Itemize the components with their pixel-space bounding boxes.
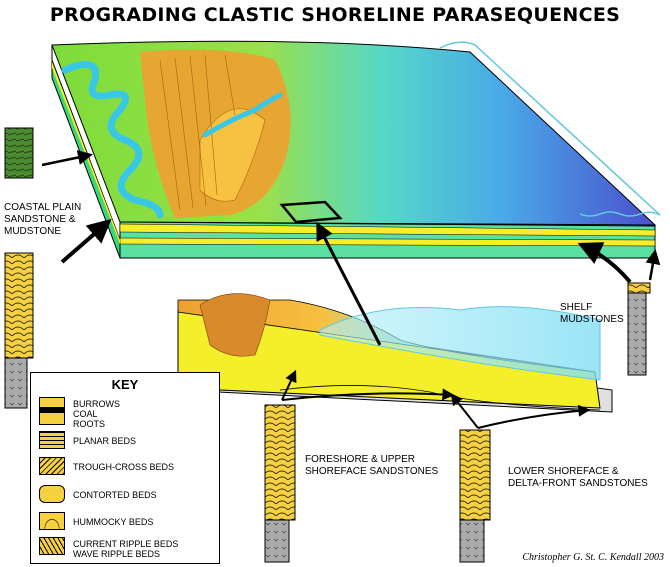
beach-ridges — [199, 293, 271, 357]
hummocky-beds-icon — [39, 512, 65, 530]
upper-sand-layer-1 — [119, 223, 656, 237]
label-lower-shoreface: LOWER SHOREFACE & DELTA-FRONT SANDSTONES — [508, 466, 648, 490]
key-item-contorted: CONTORTED BEDS — [73, 490, 157, 500]
label-line: MUDSTONES — [560, 314, 624, 325]
key-line: ROOTS — [73, 419, 106, 429]
arrow-lower-left — [450, 393, 479, 429]
trough-cross-beds-icon — [39, 457, 65, 475]
arrow-foreshore-up — [281, 369, 297, 401]
label-line: COASTAL PLAIN — [4, 202, 82, 213]
arrow-shelf-left — [577, 242, 632, 284]
sample-box — [279, 200, 343, 224]
label-coastal-plain: COASTAL PLAIN SANDSTONE & MUDSTONE — [4, 202, 81, 238]
key-item-trough: TROUGH-CROSS BEDS — [73, 462, 174, 472]
key-title: KEY — [111, 377, 139, 392]
label-line: SHELF — [560, 302, 593, 313]
shoreface-profile — [279, 385, 601, 411]
key-line: CONTORTED BEDS — [73, 490, 157, 500]
delta-lobes — [199, 108, 266, 202]
delta-channel — [202, 92, 283, 138]
meandering-river — [61, 60, 164, 219]
column-lower-shoreface — [459, 429, 491, 563]
arrow-coastal-plain — [41, 150, 93, 167]
arrow-to-sample — [316, 221, 382, 346]
water-surface — [439, 41, 661, 217]
arrow-left-column — [60, 218, 112, 264]
column-coastal — [4, 127, 34, 179]
column-shelf — [627, 282, 651, 376]
label-line: MUDSTONE — [4, 226, 62, 237]
label-shelf: SHELF MUDSTONES — [560, 302, 624, 326]
page-title: PROGRADING CLASTIC SHORELINE PARASEQUENC… — [49, 4, 621, 26]
lower-block — [177, 293, 613, 413]
key-item-planar: PLANAR BEDS — [73, 436, 136, 446]
arrow-lower-right — [477, 404, 591, 429]
key-item-hummocky: HUMMOCKY BEDS — [73, 517, 153, 527]
arrows — [41, 150, 661, 429]
ripple-beds-icon — [39, 537, 65, 555]
label-foreshore: FORESHORE & UPPER SHOREFACE SANDSTONES — [305, 454, 438, 478]
label-line: SANDSTONE & — [4, 214, 76, 225]
column-left-main — [4, 252, 34, 409]
label-line: SHOREFACE SANDSTONES — [305, 466, 439, 477]
key-item-ripple: CURRENT RIPPLE BEDS WAVE RIPPLE BEDS — [73, 539, 178, 559]
key-line: TROUGH-CROSS BEDS — [73, 462, 175, 472]
key-line: COAL — [73, 409, 98, 419]
label-line: FORESHORE & UPPER — [305, 454, 416, 465]
key-line: WAVE RIPPLE BEDS — [73, 549, 161, 559]
label-line: DELTA-FRONT SANDSTONES — [508, 478, 648, 489]
contorted-beds-icon — [39, 485, 65, 503]
column-foreshore — [264, 404, 296, 563]
burrows-coal-roots-icon — [39, 397, 65, 425]
key-item-burrows: BURROWS COAL ROOTS — [73, 399, 120, 429]
arrow-foreshore-right — [281, 388, 455, 401]
legend-key: KEY BURROWS COAL ROOTS PLANAR BEDS TROUG… — [30, 372, 220, 564]
lower-water — [319, 306, 601, 381]
key-line: BURROWS — [73, 399, 120, 409]
planar-beds-icon — [39, 431, 65, 449]
label-line: LOWER SHOREFACE & — [508, 466, 619, 477]
key-line: PLANAR BEDS — [73, 436, 137, 446]
upper-block — [51, 40, 661, 259]
arrow-shelf-right — [645, 249, 661, 281]
author-credit: Christopher G. St. C. Kendall 2003 — [522, 552, 664, 563]
key-line: HUMMOCKY BEDS — [73, 517, 154, 527]
key-line: CURRENT RIPPLE BEDS — [73, 539, 179, 549]
